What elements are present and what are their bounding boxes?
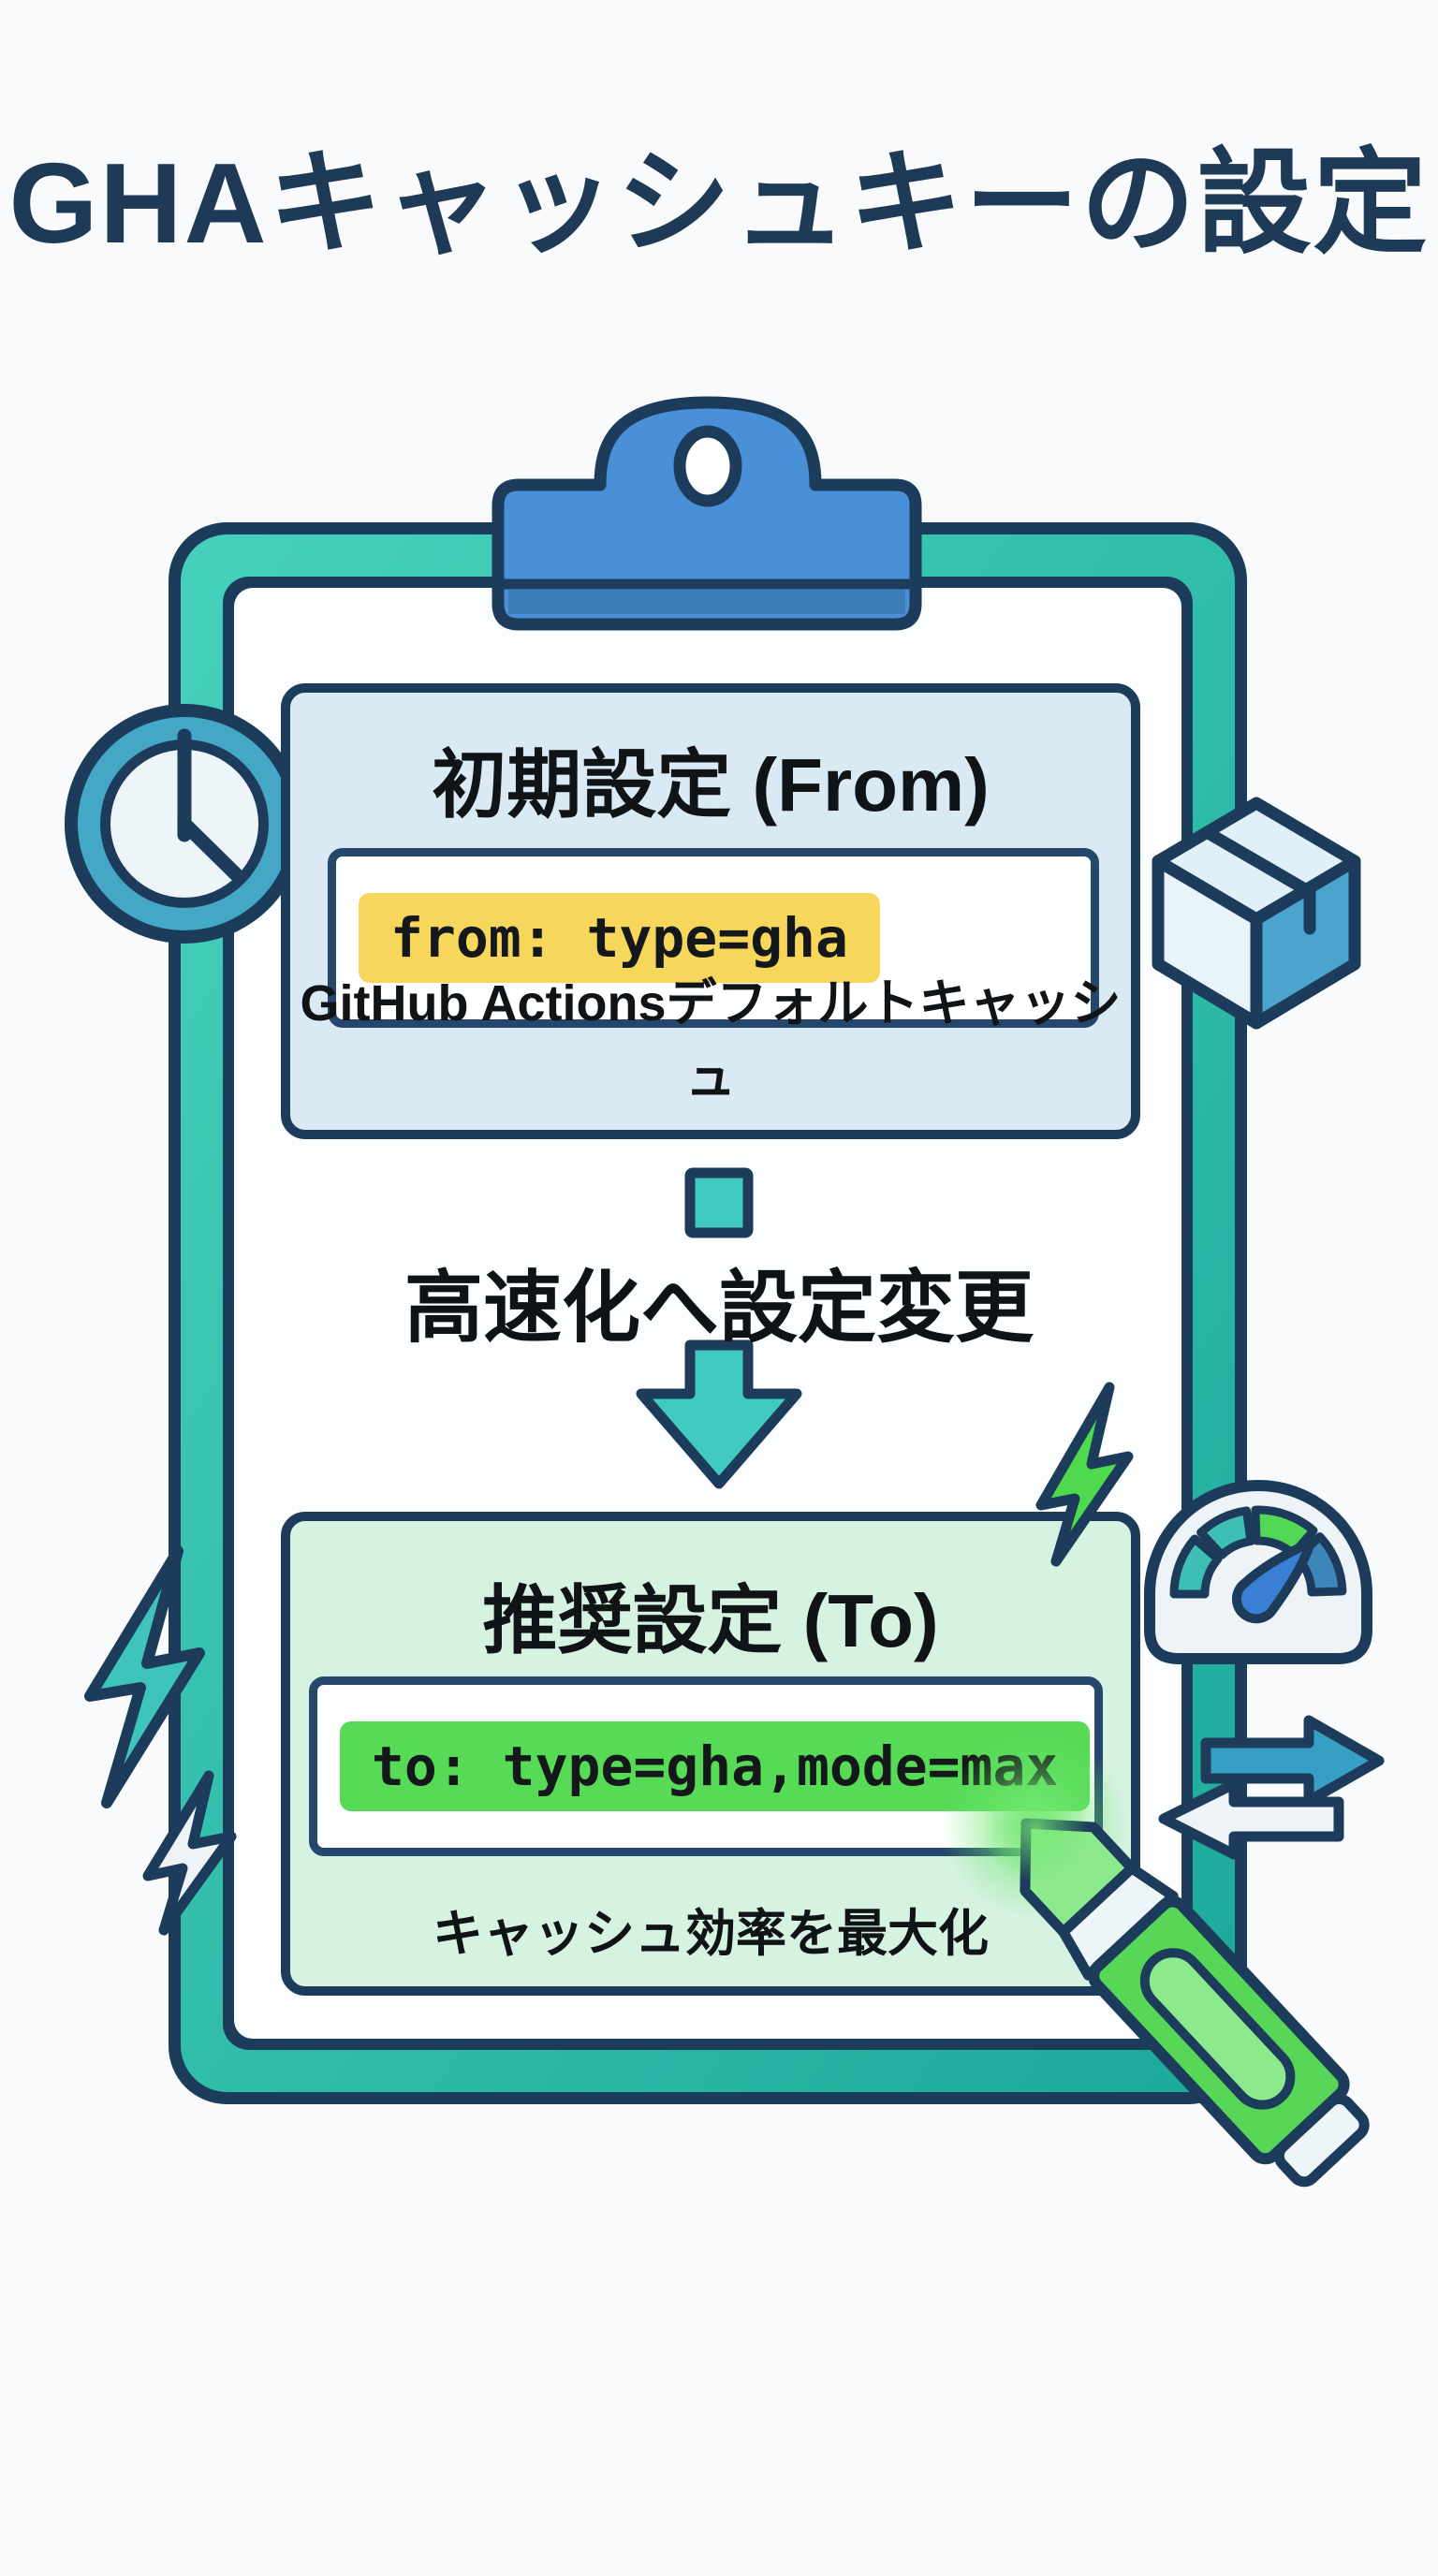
left-arrow-icon: [1158, 1778, 1344, 1860]
from-panel: 初期設定 (From) from: type=gha GitHub Action…: [281, 683, 1140, 1139]
page-title: GHAキャッシュキーの設定: [8, 139, 1430, 267]
transition-label: 高速化へ設定変更: [404, 1264, 1034, 1352]
from-panel-caption: GitHub Actionsデフォルトキャッシュ: [300, 975, 1122, 1105]
lightning-bolt-teal-icon: [84, 1545, 205, 1808]
right-arrow-icon: [1200, 1715, 1385, 1807]
to-panel-title: 推奨設定 (To): [482, 1579, 939, 1662]
lightning-bolt-white-icon: [142, 1770, 237, 1936]
down-arrow-icon: [636, 1167, 802, 1489]
clock-icon: [65, 704, 304, 944]
from-panel-title: 初期設定 (From): [432, 743, 990, 827]
to-panel: 推奨設定 (To) to: type=gha,mode=max キャッシュ効率を…: [281, 1512, 1140, 1996]
package-box-icon: [1152, 797, 1361, 1030]
from-code-highlight: from: type=gha: [359, 893, 880, 983]
to-code-highlight: to: type=gha,mode=max: [340, 1721, 1091, 1811]
from-code-box: from: type=gha: [328, 848, 1099, 1028]
clipboard-clip-icon: [492, 396, 922, 631]
to-code-box: to: type=gha,mode=max: [309, 1676, 1103, 1856]
speedometer-icon: [1144, 1480, 1372, 1664]
to-panel-caption: キャッシュ効率を最大化: [433, 1906, 989, 1962]
